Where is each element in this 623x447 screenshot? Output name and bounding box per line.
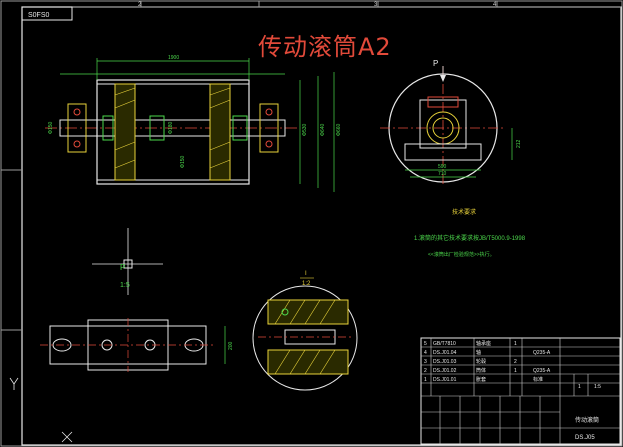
side-view-label: P bbox=[433, 59, 438, 68]
svg-text:Q235-A: Q235-A bbox=[533, 350, 551, 356]
zone-number: 3 bbox=[374, 2, 378, 8]
ucs-axis-icon bbox=[9, 377, 73, 443]
svg-text:轴承座: 轴承座 bbox=[476, 340, 491, 347]
svg-text:DS.J01.01: DS.J01.01 bbox=[433, 377, 457, 383]
dim-overall-length: 1900 bbox=[168, 55, 179, 61]
parts-row: 2 DS.J01.02 筒体 1 Q235-A bbox=[424, 367, 551, 374]
detail-p-scale: 1:5 bbox=[120, 282, 130, 289]
corner-code-box bbox=[21, 6, 73, 21]
svg-text:Q235-A: Q235-A bbox=[533, 368, 551, 374]
drawing-number: DS.J05 bbox=[575, 435, 595, 441]
dim-bearing-right: Φ150 bbox=[180, 155, 186, 168]
dim-shaft: Φ180 bbox=[168, 121, 174, 134]
drum-shell bbox=[96, 79, 250, 185]
parts-row: 1 DS.J01.01 胀套 标准 bbox=[424, 376, 543, 383]
side-view: P 590 710 212 bbox=[380, 59, 522, 185]
dim-bearing-left: Φ150 bbox=[48, 121, 54, 134]
svg-text:轮毂: 轮毂 bbox=[476, 358, 486, 365]
detail-p: P 1:5 bbox=[92, 228, 163, 295]
svg-text:1: 1 bbox=[514, 341, 517, 347]
parts-row: 4 DS.J01.04 轴 Q235-A bbox=[424, 349, 551, 356]
detail-section: I 1:2 bbox=[252, 271, 358, 391]
inner-frame bbox=[21, 6, 622, 446]
svg-text:标准: 标准 bbox=[533, 376, 543, 383]
detail-section-scale: 1:2 bbox=[302, 281, 311, 287]
svg-text:筒体: 筒体 bbox=[476, 367, 486, 374]
front-view: 1900 Φ660 Φ640 Φ530 Φ150 Φ180 Φ150 bbox=[45, 55, 342, 192]
tech-line-1: 1.滚筒的其它技术要求按JB/T5000.9-1998 bbox=[414, 234, 526, 242]
dim-width-outer: 710 bbox=[438, 171, 447, 177]
svg-text:3: 3 bbox=[424, 359, 427, 365]
svg-text:DS.J01.03: DS.J01.03 bbox=[433, 359, 457, 365]
dim-diameter-3: Φ530 bbox=[302, 123, 308, 136]
scale-cell-2: 1:5 bbox=[594, 384, 601, 390]
svg-text:GB/T7810: GB/T7810 bbox=[433, 341, 456, 347]
tech-requirements: 技术要求 1.滚筒的其它技术要求按JB/T5000.9-1998 <<滚筒出厂检… bbox=[414, 208, 526, 258]
dim-bottom-height: 200 bbox=[228, 341, 234, 350]
svg-text:DS.J01.04: DS.J01.04 bbox=[433, 350, 457, 356]
parts-row: 3 DS.J01.03 轮毂 2 bbox=[424, 358, 517, 365]
svg-text:5: 5 bbox=[424, 341, 427, 347]
title-block: 5 GB/T7810 轴承座 1 4 DS.J01.04 轴 Q235-A 3 … bbox=[420, 337, 621, 445]
scale-cell-1: 1 bbox=[578, 384, 581, 390]
part-name: 传动滚筒 bbox=[575, 416, 599, 424]
corner-code: S0FS0 bbox=[28, 12, 50, 19]
svg-text:4: 4 bbox=[424, 350, 427, 356]
parts-row: 5 GB/T7810 轴承座 1 bbox=[424, 340, 517, 347]
dim-diameter-2: Φ640 bbox=[320, 123, 326, 136]
tech-line-2: <<滚筒出厂检验规范>>执行。 bbox=[428, 251, 495, 258]
svg-text:2: 2 bbox=[514, 359, 517, 365]
dim-height: 212 bbox=[516, 139, 522, 148]
svg-text:胀套: 胀套 bbox=[476, 376, 486, 383]
dim-width-inner: 590 bbox=[438, 164, 447, 170]
zone-number: 2 bbox=[138, 2, 142, 8]
bottom-view: 200 bbox=[40, 318, 234, 372]
svg-text:DS.J01.02: DS.J01.02 bbox=[433, 368, 457, 374]
tech-heading: 技术要求 bbox=[452, 208, 476, 216]
detail-section-label: I bbox=[305, 271, 307, 277]
svg-text:2: 2 bbox=[424, 368, 427, 374]
zone-number: 4 bbox=[493, 2, 497, 8]
drawing-title: 传动滚筒A2 bbox=[258, 33, 392, 61]
dim-diameter-1: Φ660 bbox=[336, 123, 342, 136]
svg-text:轴: 轴 bbox=[476, 349, 481, 356]
svg-text:1: 1 bbox=[514, 368, 517, 374]
svg-text:1: 1 bbox=[424, 377, 427, 383]
detail-p-label: P bbox=[120, 263, 125, 272]
